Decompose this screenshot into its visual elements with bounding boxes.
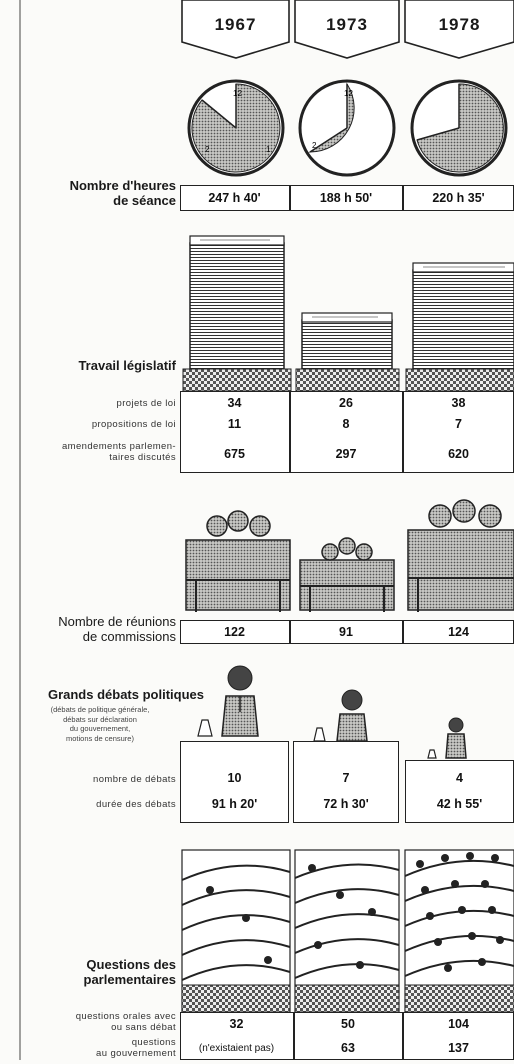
debats-row-label: nombre de débats bbox=[93, 774, 176, 785]
meeting-icon-1973 bbox=[299, 537, 395, 612]
questions-gouvernement-1967: (n'existaient pas) bbox=[198, 1042, 275, 1054]
legislatif-propositions-1978: 7 bbox=[455, 417, 462, 431]
legislatif-projets-1978: 38 bbox=[451, 396, 466, 410]
year-banner-1973 bbox=[294, 0, 400, 59]
questions-title: Questions des parlementaires bbox=[83, 957, 177, 987]
debats-duree-1978: 42 h 55' bbox=[436, 797, 483, 811]
legislatif-row-label: propositions de loi bbox=[91, 419, 176, 430]
hemicycle-icon-1973 bbox=[294, 849, 400, 1013]
questions-gouvernement-1973: 63 bbox=[341, 1041, 355, 1055]
legislatif-row-label: projets de loi bbox=[116, 398, 176, 409]
year-banner-1978 bbox=[404, 0, 514, 59]
debats-nombre-1967: 10 bbox=[227, 771, 242, 785]
questions-row-label: questions orales avec ou sans débat bbox=[75, 1011, 176, 1033]
questions-table bbox=[180, 1012, 514, 1060]
legislatif-row-label: amendements parlemen- taires discutés bbox=[61, 441, 176, 463]
seance-value-1978: 220 h 35' bbox=[432, 191, 485, 205]
speaker-icon-1973 bbox=[313, 689, 368, 742]
svg-text:12: 12 bbox=[344, 89, 353, 98]
seance-title: Nombre d'heures de séance bbox=[69, 178, 176, 208]
legislatif-propositions-1967: 11 bbox=[227, 417, 242, 431]
questions-row-label: questions au gouvernement bbox=[96, 1037, 176, 1059]
questions-orales-1967: 32 bbox=[229, 1017, 244, 1031]
commissions-value-box bbox=[180, 620, 514, 644]
debats-nombre-1978: 4 bbox=[456, 771, 463, 785]
meeting-icon-1967 bbox=[185, 510, 291, 612]
legislatif-projets-1973: 26 bbox=[339, 396, 353, 410]
speaker-icon-1967 bbox=[197, 665, 259, 737]
year-label-1978: 1978 bbox=[438, 15, 481, 34]
svg-text:12: 12 bbox=[233, 89, 242, 98]
hemicycle-icon-1978 bbox=[404, 849, 514, 1013]
hemicycle-icon-1967 bbox=[181, 849, 291, 1013]
svg-text:2: 2 bbox=[312, 141, 317, 150]
debats-table bbox=[293, 741, 399, 823]
debats-row-label: durée des débats bbox=[96, 799, 176, 810]
questions-gouvernement-1978: 137 bbox=[448, 1041, 469, 1055]
legislatif-table bbox=[180, 391, 514, 473]
seance-value-1973: 188 h 50' bbox=[319, 191, 373, 205]
clock-icon-1967: 12 2 1 bbox=[187, 79, 285, 177]
seance-value-1967: 247 h 40' bbox=[208, 191, 261, 205]
debats-duree-1973: 72 h 30' bbox=[323, 797, 369, 811]
legislatif-amendements-1967: 675 bbox=[224, 447, 245, 461]
questions-orales-1973: 50 bbox=[341, 1017, 355, 1031]
debats-duree-1967: 91 h 20' bbox=[211, 797, 258, 811]
paper-stack-icon-1967 bbox=[182, 235, 292, 392]
speaker-icon-1978 bbox=[427, 717, 467, 759]
meeting-icon-1978 bbox=[407, 499, 514, 612]
commissions-value-1978: 124 bbox=[448, 625, 469, 639]
clock-icon-1973: 12 2 bbox=[298, 79, 396, 177]
legislatif-amendements-1978: 620 bbox=[448, 447, 469, 461]
svg-text:2: 2 bbox=[205, 145, 210, 154]
legislatif-propositions-1973: 8 bbox=[342, 417, 350, 431]
year-label-1973: 1973 bbox=[326, 15, 368, 34]
seance-value-box bbox=[180, 185, 514, 211]
debats-title: Grands débats politiques bbox=[47, 687, 204, 702]
commissions-value-1973: 91 bbox=[339, 625, 353, 639]
legislatif-title: Travail législatif bbox=[78, 358, 176, 373]
debats-table bbox=[180, 741, 289, 823]
legislatif-amendements-1973: 297 bbox=[335, 447, 357, 461]
questions-orales-1978: 104 bbox=[448, 1017, 469, 1031]
debats-note: (débats de politique générale, débats su… bbox=[50, 705, 150, 743]
debats-table bbox=[405, 760, 514, 823]
clock-icon-1978 bbox=[410, 79, 508, 177]
commissions-title: Nombre de réunions de commissions bbox=[58, 614, 176, 644]
debats-nombre-1973: 7 bbox=[342, 771, 350, 785]
commissions-value-1967: 122 bbox=[224, 625, 245, 639]
paper-stack-icon-1973 bbox=[295, 312, 400, 392]
paper-stack-icon-1978 bbox=[405, 262, 514, 392]
year-banner-1967 bbox=[181, 0, 290, 59]
legislatif-projets-1967: 34 bbox=[227, 396, 242, 410]
year-label-1967: 1967 bbox=[214, 15, 257, 34]
svg-text:1: 1 bbox=[266, 145, 271, 154]
